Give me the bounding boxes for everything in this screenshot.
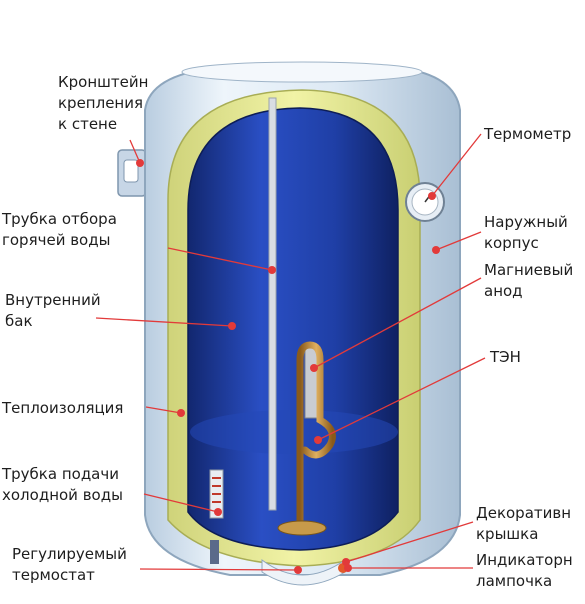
leader-line-thermometer [431,133,482,197]
magnesium-anode [304,345,318,419]
leader-line-anode [313,277,482,369]
label-insulation-line1: Теплоизоляция [2,399,124,417]
label-inner-tank-line1: Внутренний [5,291,101,309]
leader-dot-heater [314,436,322,444]
label-thermometer-line1: Термометр [484,125,572,143]
heating-element [296,341,336,529]
label-lamp-line2: лампочка [476,572,553,590]
leader-dot-outer-shell [432,246,440,254]
label-hot-pipe-line2: горячей воды [2,231,111,249]
label-cold-pipe: Трубка подачи холодной воды [2,464,123,506]
leader-line-inner-tank [95,317,233,327]
label-lamp: Индикаторн лампочка [476,550,573,592]
label-thermostat-line1: Регулируемый [12,545,127,563]
leader-dot-anode [310,364,318,372]
leader-line-hot-pipe [167,247,273,271]
label-cover: Декоративн крышка [476,503,571,545]
label-inner-tank-line2: бак [5,312,33,330]
label-bracket-line2: крепления [58,94,144,112]
leader-line-cold-pipe [143,493,219,513]
leader-line-thermostat [139,568,299,571]
hot-water-pipe [268,97,277,511]
label-hot-pipe: Трубка отбора горячей воды [2,209,117,251]
label-lamp-line1: Индикаторн [476,551,573,569]
leader-line-heater [317,357,486,441]
leader-dot-thermometer [428,192,436,200]
label-anode: Магниевый анод [484,260,573,302]
label-outer-shell-line2: корпус [484,234,539,252]
label-hot-pipe-line1: Трубка отбора [2,210,117,228]
leader-dot-inner-tank [228,322,236,330]
label-bracket-line3: к стене [58,115,118,133]
leader-dot-thermostat [294,566,302,574]
cold-water-pipe [209,469,224,564]
wall-bracket [117,149,147,197]
leader-line-bracket [129,139,141,164]
label-cold-pipe-line1: Трубка подачи [2,465,119,483]
leader-dot-cold-pipe [214,508,222,516]
leader-dot-bracket [136,159,144,167]
leader-dot-lamp [344,564,352,572]
label-thermometer: Термометр [484,124,571,145]
label-cover-line2: крышка [476,525,539,543]
label-heater: ТЭН [490,347,521,368]
label-anode-line1: Магниевый [484,261,574,279]
leader-line-insulation [145,406,182,414]
label-insulation: Теплоизоляция [2,398,123,419]
label-outer-shell: Наружный корпус [484,212,568,254]
label-anode-line2: анод [484,282,523,300]
label-thermostat-line2: термостат [12,566,95,584]
label-outer-shell-line1: Наружный [484,213,568,231]
label-thermostat: Регулируемый термостат [12,544,127,586]
leader-line-cover [345,521,474,563]
leader-line-outer-shell [435,231,482,251]
label-bracket: Кронштейн крепления к стене [58,72,148,135]
label-inner-tank: Внутренний бак [5,290,101,332]
label-cold-pipe-line2: холодной воды [2,486,123,504]
leader-dot-hot-pipe [268,266,276,274]
label-bracket-line1: Кронштейн [58,73,149,91]
leader-dot-insulation [177,409,185,417]
label-heater-line1: ТЭН [490,348,521,366]
label-cover-line1: Декоративн [476,504,572,522]
